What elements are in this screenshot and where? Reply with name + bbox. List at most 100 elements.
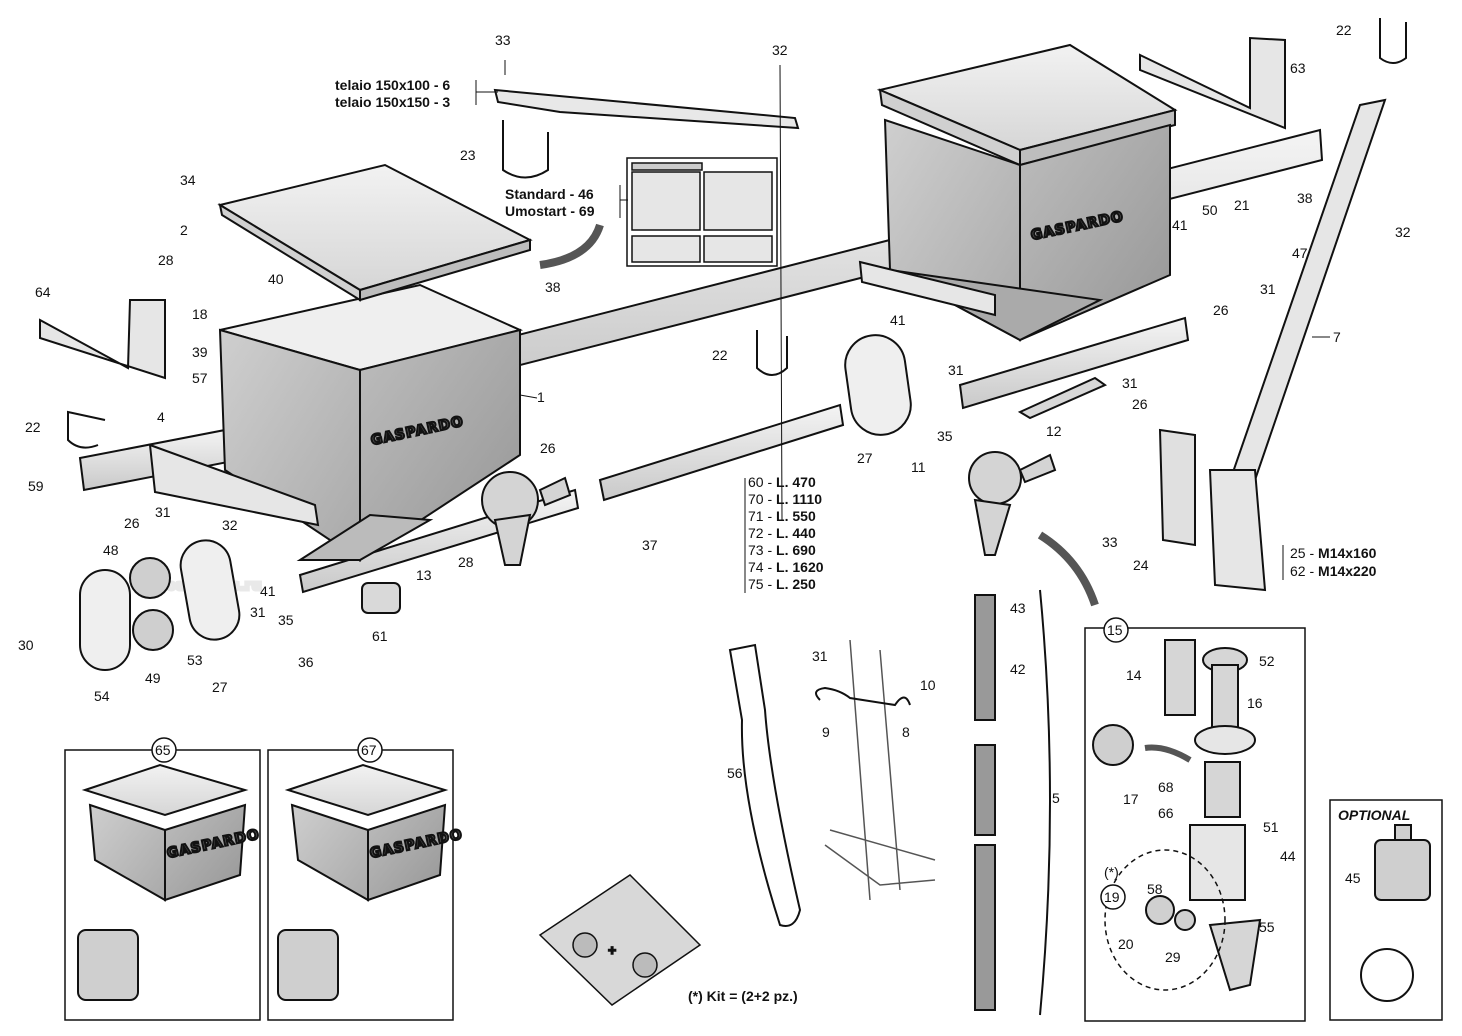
svg-text:74 - L. 1620: 74 - L. 1620 [748, 559, 824, 575]
callout: 38 [545, 279, 561, 295]
variant-65-hopper: GASPARDO [77, 763, 262, 1001]
callout: 31 [250, 604, 266, 620]
optional-label: OPTIONAL [1338, 807, 1410, 823]
callout: 31 [1260, 281, 1276, 297]
svg-text:70 - L. 1110: 70 - L. 1110 [748, 491, 822, 507]
hopper-lid-left [217, 163, 533, 302]
callout: 26 [1213, 302, 1229, 318]
side-cover [79, 334, 912, 671]
callout: 9 [822, 724, 830, 740]
circled-callout: 65 [155, 742, 171, 758]
callout: 21 [1234, 197, 1250, 213]
svg-text:60 - L. 470: 60 - L. 470 [748, 474, 816, 490]
distributor-unit [481, 451, 1057, 566]
callout: 12 [1046, 423, 1062, 439]
svg-text:Umostart - 69: Umostart - 69 [505, 203, 595, 219]
callout: 53 [187, 652, 203, 668]
svg-text:62 - M14x220: 62 - M14x220 [1290, 563, 1377, 579]
callout: 37 [642, 537, 658, 553]
callout: 4 [157, 409, 165, 425]
callout: 40 [268, 271, 284, 287]
callout: 22 [712, 347, 728, 363]
callout: 20 [1118, 936, 1134, 952]
svg-text:75 - L. 250: 75 - L. 250 [748, 576, 816, 592]
callout: 13 [416, 567, 432, 583]
callout: 41 [1172, 217, 1188, 233]
plate-labels: Standard - 46 Umostart - 69 [505, 186, 595, 219]
callout: 41 [890, 312, 906, 328]
circled-callout: 19 [1104, 889, 1120, 905]
kit-star-mark: (*) [1104, 864, 1119, 880]
callout: 50 [1202, 202, 1218, 218]
callout: 33 [495, 32, 511, 48]
callout: 34 [180, 172, 196, 188]
wire-9 [815, 686, 911, 707]
callout: 26 [1132, 396, 1148, 412]
callout: 27 [857, 450, 873, 466]
callout: 54 [94, 688, 110, 704]
svg-text:73 - L. 690: 73 - L. 690 [748, 542, 816, 558]
frame-label-code: 3 [442, 94, 450, 110]
detail-15-parts [1164, 639, 1262, 992]
callout: 31 [1122, 375, 1138, 391]
callout: 18 [192, 306, 208, 322]
callout: 41 [260, 583, 276, 599]
arrow-plate-to-hopper [539, 223, 604, 269]
svg-text:telaio 150x100 - 6: telaio 150x100 - 6 [335, 77, 450, 93]
callout: 51 [1263, 819, 1279, 835]
callout: 31 [155, 504, 171, 520]
callout: 66 [1158, 805, 1174, 821]
callout: 56 [727, 765, 743, 781]
svg-text:25 - M14x160: 25 - M14x160 [1290, 545, 1377, 561]
callout: 14 [1126, 667, 1142, 683]
callout: 1 [537, 389, 545, 405]
callout: 64 [35, 284, 51, 300]
plate-label-name: Umostart [505, 203, 567, 219]
hopper-right: GASPARDO [876, 43, 1178, 342]
small-bar-12 [1017, 376, 1108, 420]
callout: 27 [212, 679, 228, 695]
strut-7 [1208, 98, 1387, 592]
kit-note: (*) Kit = (2+2 pz.) [688, 988, 798, 1004]
callout: 28 [158, 252, 174, 268]
callout: 28 [458, 554, 474, 570]
callout: 22 [25, 419, 41, 435]
callout: 47 [1292, 245, 1308, 261]
gear [129, 557, 1414, 1002]
nut-61 [361, 582, 401, 614]
callout: 58 [1147, 881, 1163, 897]
tube-56 [728, 643, 802, 927]
callout: 10 [920, 677, 936, 693]
detail-15-box [1084, 627, 1306, 1022]
bracket-right [858, 260, 996, 317]
callout: 42 [1010, 661, 1026, 677]
callout: 26 [540, 440, 556, 456]
callout: 43 [1010, 600, 1026, 616]
callout: 8 [902, 724, 910, 740]
bolt-size-list: 25 - M14x160 62 - M14x220 [1290, 545, 1377, 579]
detail-19-parts [1145, 895, 1196, 931]
callout: 36 [298, 654, 314, 670]
frame-label-name: telaio 150x150 [335, 94, 430, 110]
optional-box [1329, 799, 1443, 1021]
callout: 32 [772, 42, 788, 58]
callout: 31 [812, 648, 828, 664]
callout-labels: 33 32 22 63 34 2 28 23 40 38 64 18 39 57… [18, 22, 1411, 965]
kit-bag: + [538, 874, 702, 1006]
circled-callouts: 15 19 65 67 [151, 617, 1129, 910]
callout: 11 [911, 459, 926, 475]
callout: 45 [1345, 870, 1361, 886]
arrow-to-detail-15 [1037, 531, 1099, 607]
callout: 24 [1133, 557, 1149, 573]
callout: 35 [278, 612, 294, 628]
callout: 32 [222, 517, 238, 533]
frame-sketch [824, 639, 936, 901]
callout: 22 [1336, 22, 1352, 38]
callout: 57 [192, 370, 208, 386]
circled-callout: 15 [1107, 622, 1123, 638]
hopper-left: GASPARDO [218, 283, 524, 562]
callout: 52 [1259, 653, 1275, 669]
svg-text:71 - L. 550: 71 - L. 550 [748, 508, 816, 524]
callout: 29 [1165, 949, 1181, 965]
